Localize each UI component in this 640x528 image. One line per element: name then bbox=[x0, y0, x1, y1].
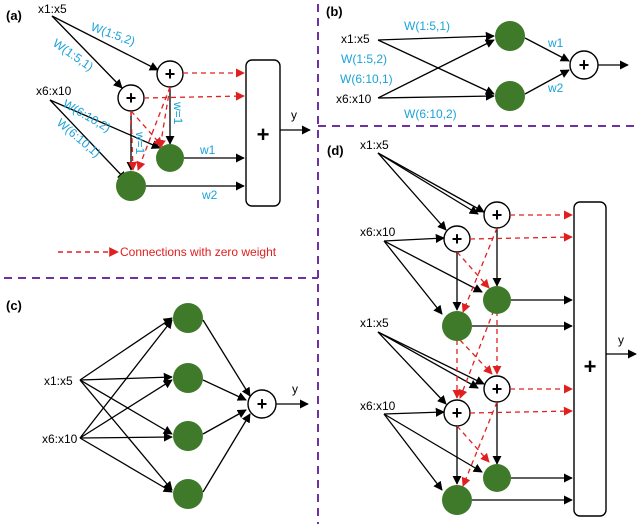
panel-d-output-label: y bbox=[618, 333, 624, 347]
panel-d-hidden-node-1 bbox=[483, 286, 511, 314]
panel-d-output-sum-symbol: + bbox=[584, 354, 597, 379]
panel-a-output-weight-2: w2 bbox=[201, 188, 218, 202]
panel-c-hidden-node-4 bbox=[173, 479, 203, 509]
legend-label: Connections with zero weight bbox=[120, 245, 277, 259]
panel-b-weight-2: W(1:5,2) bbox=[341, 52, 387, 66]
panel-d-input-4: x6:x10 bbox=[360, 399, 396, 413]
panel-a-hidden-node-1 bbox=[156, 144, 184, 172]
panel-b-tag: (b) bbox=[326, 4, 343, 19]
panel-a-sum-node-2-symbol: + bbox=[126, 88, 137, 108]
panel-a-unit-weight-1: w=1 bbox=[171, 101, 185, 125]
panel-b-sum-symbol: + bbox=[579, 55, 590, 75]
panel-b-input-1: x1:x5 bbox=[341, 32, 370, 46]
panel-a-output-sum-box bbox=[245, 59, 281, 207]
panel-a-sum-node-1-symbol: + bbox=[165, 64, 176, 84]
panel-d-hidden-node-2 bbox=[442, 311, 472, 341]
panel-c-input-arrows bbox=[79, 317, 173, 493]
panel-c-tag: (c) bbox=[6, 298, 22, 313]
panel-d-sum-node-4-symbol: + bbox=[452, 403, 463, 423]
panel-d-zero-weight-links bbox=[452, 210, 573, 487]
panel-d-sum-node-2-symbol: + bbox=[452, 229, 463, 249]
panel-d-tag: (d) bbox=[327, 143, 344, 158]
panel-b: (b) x1:x5 x6:x10 W(1:5,1) W(1:5,2) W(6:1… bbox=[326, 4, 629, 121]
panel-a-unit-weight-2: w=1 bbox=[133, 131, 147, 155]
panel-a: (a) x1:x5 x6:x10 W(1:5,2) W(1:5,1) W(6:1… bbox=[6, 2, 311, 259]
panel-b-hidden-node-2 bbox=[495, 81, 525, 111]
panel-a-tag: (a) bbox=[6, 8, 22, 23]
panel-a-input-1: x1:x5 bbox=[38, 2, 67, 16]
panel-c-input-2: x6:x10 bbox=[42, 432, 78, 446]
panel-d-hidden-node-4 bbox=[442, 485, 472, 515]
panel-a-output-label: y bbox=[291, 108, 297, 122]
panel-c-hidden-node-3 bbox=[173, 421, 203, 451]
panel-b-input-arrows bbox=[377, 31, 495, 101]
panel-d-sum-node-1-symbol: + bbox=[492, 205, 503, 225]
panel-b-output-weight-1: w1 bbox=[547, 36, 564, 50]
panel-d-hidden-node-3 bbox=[483, 464, 511, 492]
panel-c-hidden-node-1 bbox=[173, 303, 203, 333]
panel-b-input-2: x6:x10 bbox=[336, 92, 372, 106]
panel-d-output-sum-box bbox=[573, 201, 607, 517]
panel-c-output-label: y bbox=[292, 382, 298, 396]
panel-c-sum-symbol: + bbox=[257, 394, 268, 414]
panel-c-input-1: x1:x5 bbox=[44, 374, 73, 388]
panel-b-output-weight-2: w2 bbox=[547, 81, 564, 95]
panel-c: (c) x1:x5 x6:x10 + y bbox=[6, 298, 309, 509]
panel-b-weight-4: W(6:10,2) bbox=[404, 107, 457, 121]
panel-a-input-arrows bbox=[49, 15, 161, 181]
panel-d-input-arrows bbox=[377, 152, 485, 491]
panel-d-input-1: x1:x5 bbox=[360, 138, 389, 152]
panel-a-zero-weight-links bbox=[128, 68, 245, 171]
panel-dividers bbox=[4, 4, 636, 524]
panel-b-weight-3: W(6:10,1) bbox=[340, 72, 393, 86]
panel-b-hidden-node-1 bbox=[495, 21, 525, 51]
panel-a-weight-1: W(1:5,2) bbox=[89, 20, 137, 49]
panel-a-input-2: x6:x10 bbox=[36, 84, 72, 98]
panel-c-hidden-node-2 bbox=[173, 363, 203, 393]
panel-a-output-weight-1: w1 bbox=[199, 143, 216, 157]
panel-b-weight-1: W(1:5,1) bbox=[404, 19, 450, 33]
panel-a-output-sum-symbol: + bbox=[257, 122, 270, 147]
panel-d: (d) x1:x5 x6:x10 x1:x5 x6:x10 + + + bbox=[327, 138, 637, 517]
panel-d-input-2: x6:x10 bbox=[360, 225, 396, 239]
panel-d-sum-node-3-symbol: + bbox=[492, 379, 503, 399]
panel-d-input-3: x1:x5 bbox=[360, 316, 389, 330]
panel-a-hidden-node-2 bbox=[116, 171, 146, 201]
